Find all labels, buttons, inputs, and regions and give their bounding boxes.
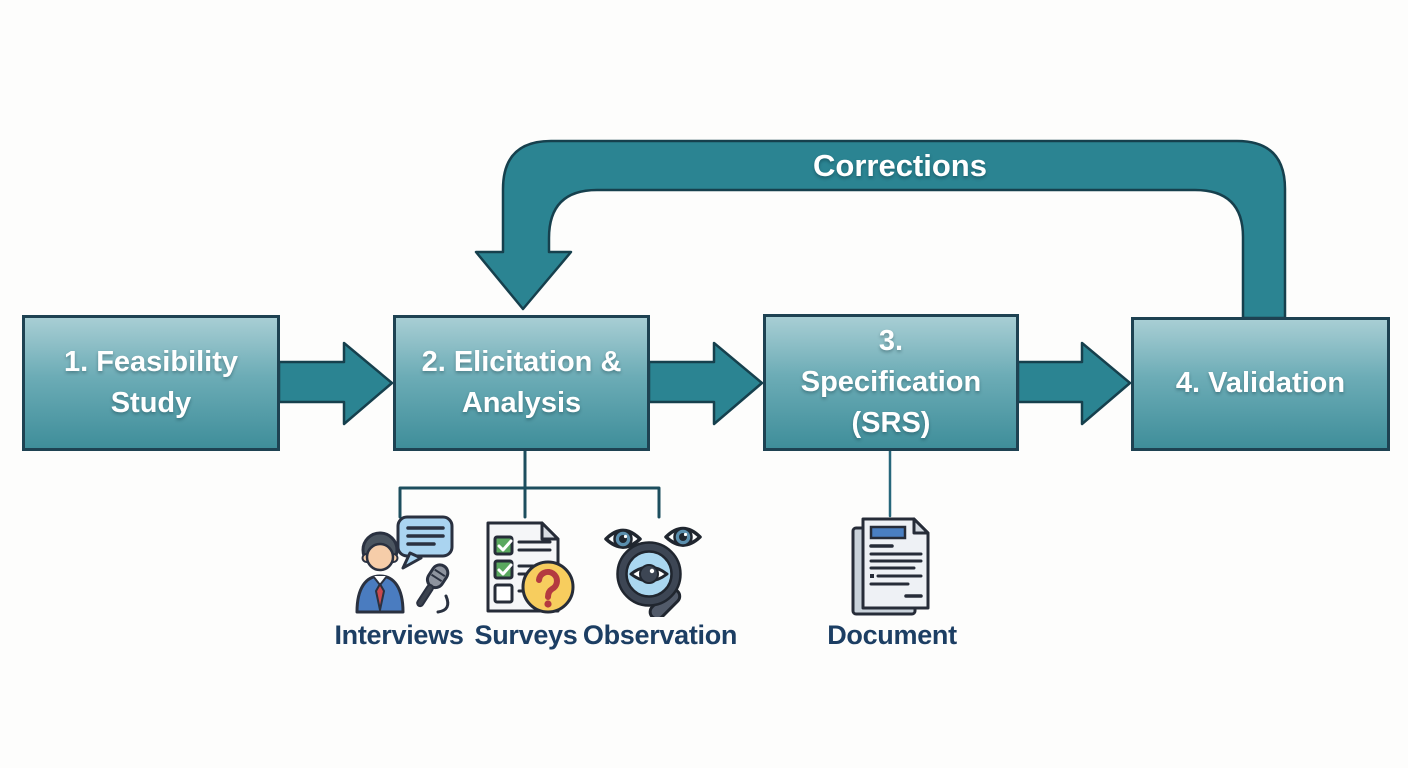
step-label: 1. Feasibility Study [63, 345, 239, 419]
method-label-interviews: Interviews [334, 620, 464, 650]
document-stack-icon [848, 516, 934, 625]
step-box-elicitation-analysis: 2. Elicitation & Analysis [393, 315, 650, 451]
methods-connector-tree [398, 448, 661, 519]
flow-arrow-3 [1016, 341, 1132, 426]
method-label-observation: Observation [582, 620, 738, 650]
survey-checklist-question-icon [482, 519, 576, 622]
interview-person-speech-microphone-icon [350, 514, 458, 621]
corrections-feedback-label: Corrections [813, 148, 987, 183]
step-box-validation: 4. Validation [1131, 317, 1390, 451]
step-label: 2. Elicitation & Analysis [421, 345, 622, 419]
step-box-feasibility-study: 1. Feasibility Study [22, 315, 280, 451]
observation-eyes-magnifier-icon [604, 517, 706, 622]
flow-arrow-1 [277, 341, 394, 426]
flow-arrow-2 [647, 341, 764, 426]
step-label: 3. Specification (SRS) [800, 324, 982, 440]
method-label-surveys: Surveys [474, 620, 578, 650]
output-label-document: Document [827, 620, 957, 650]
step-label: 4. Validation [1175, 367, 1346, 400]
step-box-specification-srs: 3. Specification (SRS) [763, 314, 1019, 451]
